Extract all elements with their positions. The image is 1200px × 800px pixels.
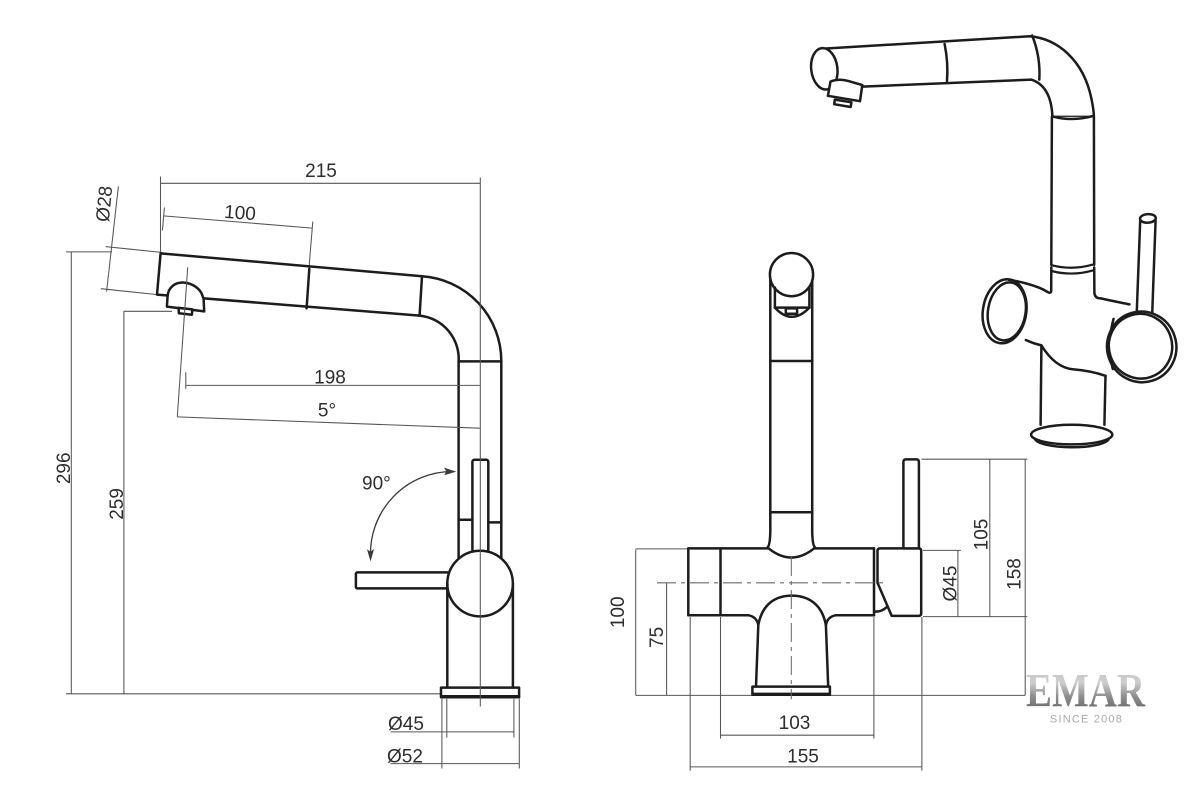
svg-text:158: 158	[1005, 558, 1026, 590]
svg-text:EMAR: EMAR	[1026, 665, 1146, 718]
svg-text:100: 100	[608, 596, 629, 628]
svg-text:103: 103	[779, 713, 811, 734]
svg-text:Ø45: Ø45	[941, 566, 962, 602]
svg-text:259: 259	[107, 488, 128, 520]
svg-text:296: 296	[54, 452, 75, 484]
svg-text:100: 100	[223, 202, 256, 226]
svg-text:5°: 5°	[318, 401, 336, 422]
svg-text:105: 105	[971, 519, 992, 551]
svg-text:75: 75	[647, 627, 668, 648]
svg-text:Ø28: Ø28	[93, 185, 117, 223]
svg-text:155: 155	[787, 747, 819, 768]
svg-text:198: 198	[314, 368, 346, 389]
svg-text:Ø52: Ø52	[387, 747, 423, 768]
svg-text:SINCE 2008: SINCE 2008	[1050, 714, 1123, 726]
svg-text:90°: 90°	[362, 474, 391, 495]
svg-text:Ø45: Ø45	[388, 714, 424, 735]
svg-text:215: 215	[305, 161, 337, 182]
